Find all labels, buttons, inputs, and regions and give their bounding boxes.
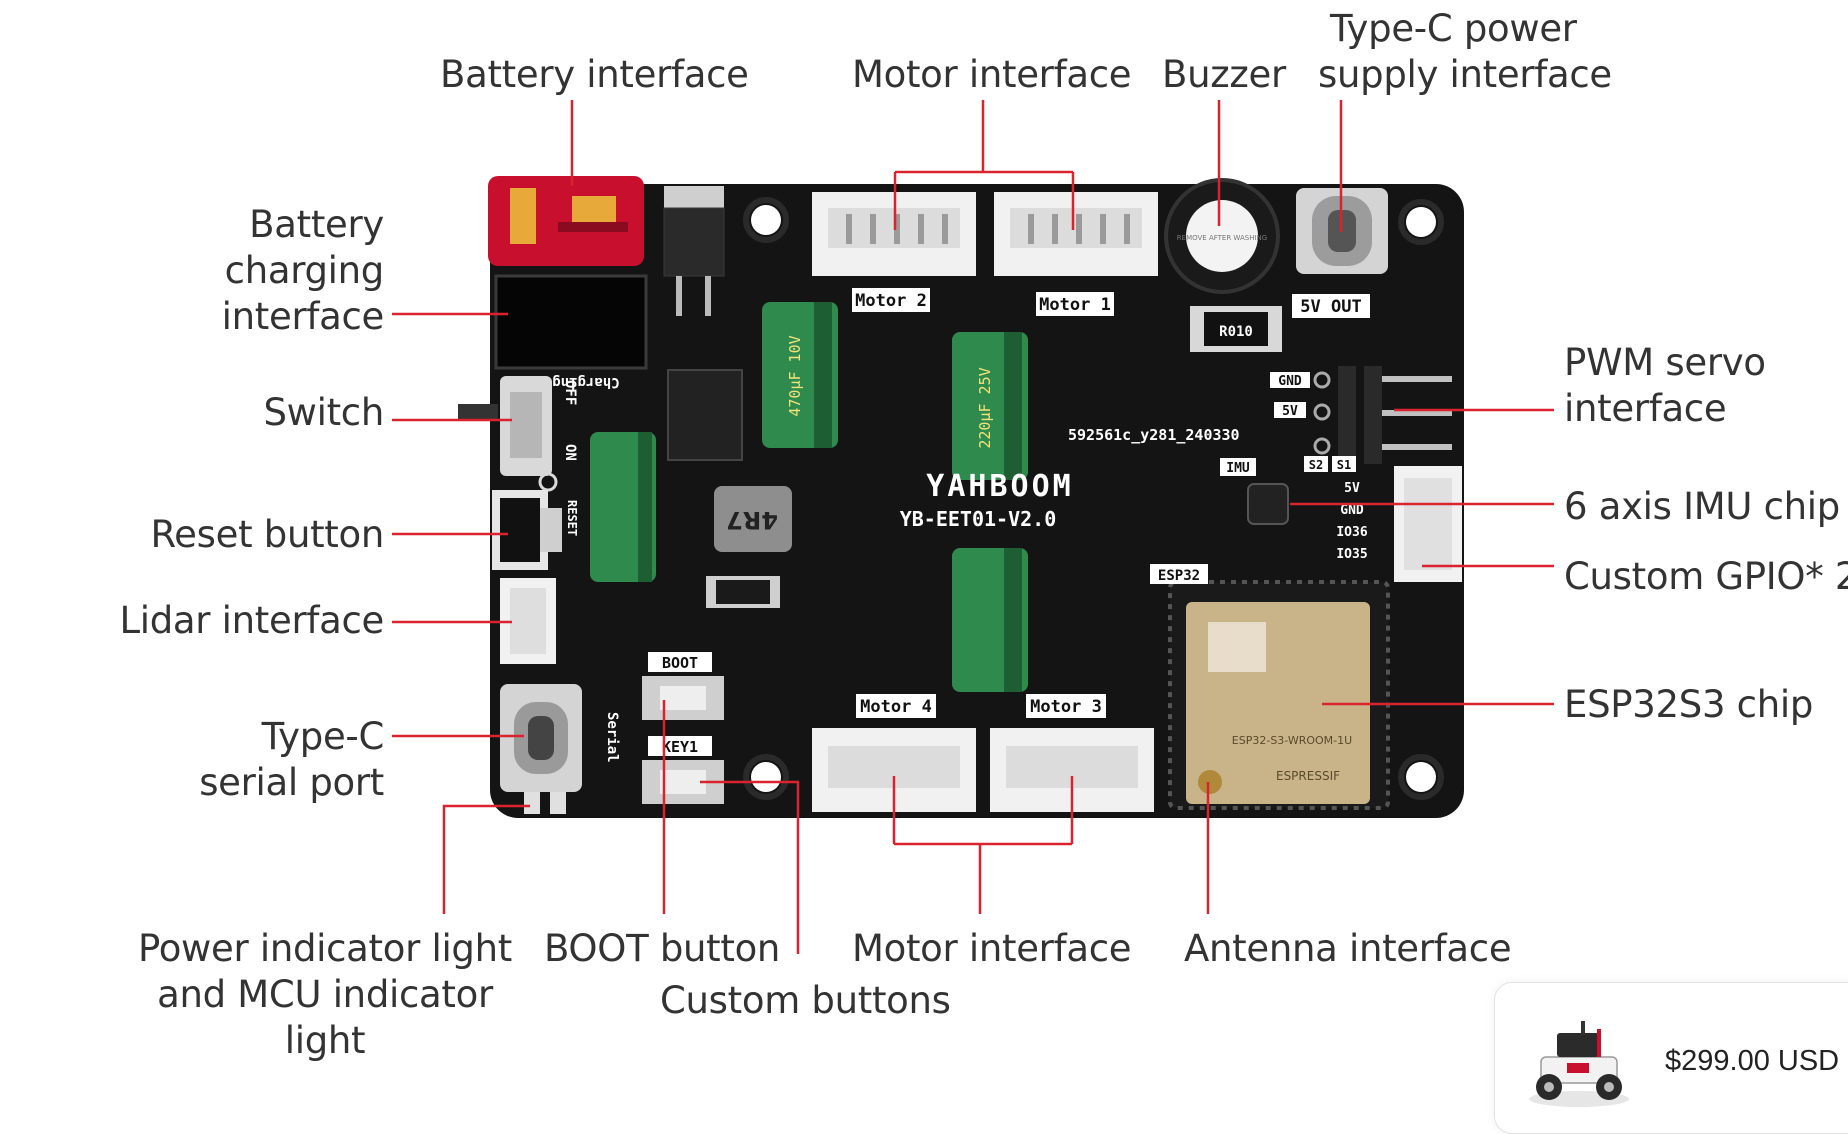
silk-boot: BOOT (662, 654, 698, 672)
capacitor-c2 (952, 332, 1028, 480)
label-reset-button: Reset button (150, 513, 384, 556)
silk-serial-port: Serial (604, 712, 620, 763)
silk-motor2: Motor 2 (855, 291, 927, 311)
label-type-c-serial-2: serial port (199, 761, 384, 804)
mounting-holes (743, 197, 1444, 800)
silk-s2: S2 (1309, 458, 1323, 472)
silk-5v: 5V (1282, 404, 1298, 419)
label-custom-buttons: Custom buttons (660, 979, 951, 1022)
silk-model: YB-EET01-V2.0 (900, 507, 1057, 531)
label-buzzer: Buzzer (1162, 53, 1286, 96)
label-pwm-servo-2: interface (1564, 387, 1727, 430)
silk-io36: IO36 (1336, 525, 1367, 540)
shunt-resistor (1190, 306, 1282, 352)
silk-resistor: R010 (1219, 324, 1253, 340)
silk-s1: S1 (1337, 458, 1351, 472)
silk-module-model: ESP32-S3-WROOM-1U (1232, 734, 1352, 747)
gpio-connector (1394, 466, 1462, 582)
serial-typec-port (500, 684, 582, 792)
label-type-c-power-2: supply interface (1318, 53, 1612, 96)
capacitor-c1 (762, 302, 838, 448)
label-lidar-interface: Lidar interface (119, 599, 384, 642)
diode-body (716, 580, 770, 604)
indicator-leds (524, 792, 566, 814)
label-antenna-interface: Antenna interface (1184, 927, 1512, 970)
boot-switch (642, 676, 724, 720)
leader-motor-bottom (892, 776, 1074, 914)
label-battery-charging-2: charging (224, 249, 385, 292)
silk-5v-out: 5V OUT (1300, 297, 1361, 317)
imu-chip-component (1247, 483, 1289, 525)
esp32-module (1168, 580, 1390, 810)
silk-reset: RESET (565, 500, 579, 536)
silk-motor4: Motor 4 (860, 697, 932, 717)
silk-io35: IO35 (1336, 547, 1367, 562)
label-boot-button: BOOT button (544, 927, 781, 970)
silk-buzzer-sticker: REMOVE AFTER WASHING (1177, 234, 1267, 242)
leader-motor-top (893, 100, 1075, 230)
robot-car-thumbnail (1529, 1021, 1629, 1107)
silk-cap-small: 470µF 10V (786, 335, 804, 416)
label-battery-charging-3: interface (221, 295, 385, 338)
battery-connector (488, 176, 644, 266)
silk-charging: Charging (552, 374, 619, 390)
annotated-board-diagram: YAHBOOM YB-EET01-V2.0 592561c_y281_24033… (119, 7, 1848, 1134)
label-custom-gpio: Custom GPIO* 2 (1564, 555, 1848, 598)
silkscreen-labels: YAHBOOM YB-EET01-V2.0 592561c_y281_24033… (552, 234, 1370, 783)
silk-off: OFF (562, 380, 578, 405)
label-imu-chip: 6 axis IMU chip (1564, 485, 1840, 528)
label-esp32s3-chip: ESP32S3 chip (1564, 683, 1814, 726)
silk-module-brand: ESPRESSIF (1276, 769, 1340, 783)
product-card[interactable]: $299.00 USD (1494, 982, 1848, 1134)
product-price: $299.00 USD (1665, 1045, 1840, 1077)
capacitor-c3 (590, 432, 656, 582)
silk-on: ON (562, 444, 578, 461)
label-pwm-servo-1: PWM servo (1564, 341, 1766, 384)
silk-inductor: 4R7 (726, 506, 778, 534)
pwm-servo-header (1313, 366, 1452, 464)
label-type-c-power-1: Type-C power (1330, 7, 1577, 50)
capacitor-c4 (952, 548, 1028, 692)
label-type-c-serial-1: Type-C (261, 715, 385, 758)
key1-switch (642, 760, 724, 804)
q1-transistor (663, 186, 725, 316)
label-power-indicator-2: and MCU indicator (157, 973, 493, 1016)
silk-gpio-5v: 5V (1344, 481, 1360, 496)
charging-jack (494, 274, 648, 370)
silk-serial: 592561c_y281_240330 (1068, 426, 1240, 444)
reset-switch (492, 490, 562, 570)
label-motor-interface-bottom: Motor interface (852, 927, 1132, 970)
label-power-indicator-3: light (284, 1019, 366, 1062)
silk-key1: KEY1 (662, 738, 698, 756)
leader-custom (700, 780, 800, 954)
silk-esp32: ESP32 (1158, 568, 1200, 584)
silk-cap-large: 220µF 25V (976, 367, 994, 448)
leader-lines (392, 100, 1554, 954)
silk-imu: IMU (1226, 461, 1250, 476)
silk-motor1: Motor 1 (1039, 295, 1111, 315)
label-switch: Switch (263, 391, 384, 434)
label-battery-interface: Battery interface (440, 53, 749, 96)
label-battery-charging-1: Battery (249, 203, 384, 246)
regulator-chip (667, 369, 743, 461)
power-switch (458, 376, 558, 492)
silk-motor3: Motor 3 (1030, 697, 1102, 717)
label-motor-interface-top: Motor interface (852, 53, 1132, 96)
silk-gpio-gnd: GND (1340, 503, 1364, 518)
motor1-connector (994, 192, 1158, 276)
silk-brand: YAHBOOM (926, 469, 1073, 504)
leader-power-indicator (442, 804, 530, 914)
inductor-4r7 (714, 486, 792, 552)
silk-gnd: GND (1278, 374, 1302, 389)
buzzer-component (1164, 178, 1280, 294)
label-power-indicator-1: Power indicator light (138, 927, 512, 970)
lidar-connector (500, 578, 556, 664)
pcb-board: YAHBOOM YB-EET01-V2.0 592561c_y281_24033… (392, 100, 1554, 954)
